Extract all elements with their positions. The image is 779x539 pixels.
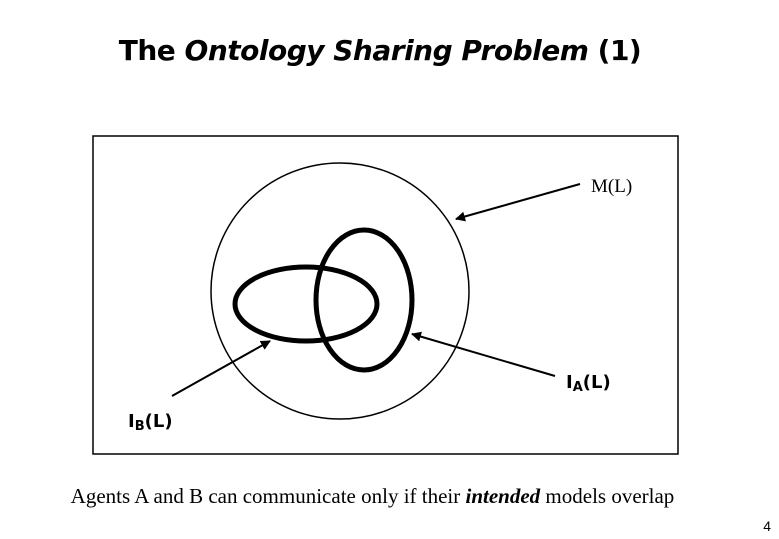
label-ia-sub: A bbox=[573, 380, 583, 395]
title-emphasis: Ontology Sharing Problem bbox=[184, 34, 589, 67]
frame-box bbox=[92, 135, 679, 455]
caption-prefix: Agents A and B can communicate only if t… bbox=[70, 484, 466, 508]
label-ib-tail: (L) bbox=[145, 411, 173, 432]
label-ia: IA(L) bbox=[566, 372, 611, 395]
models-circle bbox=[210, 162, 470, 420]
arrow-m bbox=[455, 183, 581, 222]
caption-emphasis: intended bbox=[465, 484, 541, 508]
title-prefix: The bbox=[118, 34, 185, 67]
label-ib-sub: B bbox=[135, 419, 145, 434]
caption-suffix: models overlap bbox=[540, 484, 675, 508]
title-suffix: (1) bbox=[588, 34, 642, 67]
label-ia-tail: (L) bbox=[583, 372, 611, 393]
intended-model-b-ellipse bbox=[232, 264, 380, 344]
arrow-ib bbox=[171, 340, 271, 397]
intended-model-a-ellipse bbox=[313, 227, 415, 373]
page-number: 4 bbox=[763, 518, 771, 534]
label-ia-main: I bbox=[566, 372, 573, 393]
label-ib-main: I bbox=[128, 411, 135, 432]
slide-caption: Agents A and B can communicate only if t… bbox=[0, 484, 745, 509]
label-ib: IB(L) bbox=[128, 411, 173, 434]
slide-title: The Ontology Sharing Problem (1) bbox=[0, 34, 760, 67]
label-m: M(L) bbox=[591, 176, 632, 197]
arrow-ia bbox=[411, 331, 556, 377]
